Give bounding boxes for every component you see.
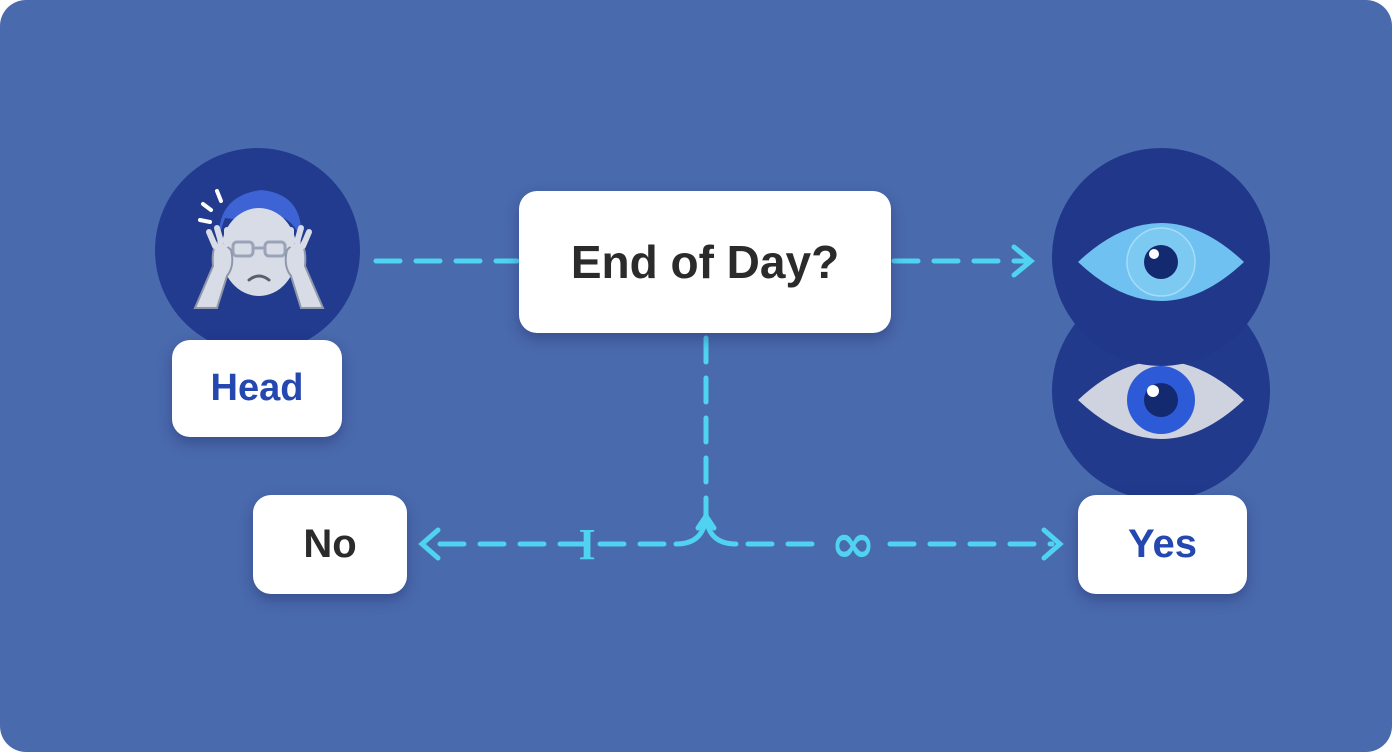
fork-curve-right: [703, 509, 739, 547]
eye-icon: [1052, 148, 1270, 366]
decision-question: End of Day?: [519, 191, 891, 333]
head-label: Head: [172, 340, 342, 437]
fork-curve-left: [673, 509, 709, 547]
no-branch-marker: I: [578, 520, 595, 569]
arrowhead-to-yes: [1041, 527, 1064, 561]
yes-label: Yes: [1078, 495, 1247, 594]
fork-cusp: [695, 511, 717, 531]
arrowhead-to-eye: [1011, 244, 1035, 278]
yes-branch-marker: ∞: [831, 512, 876, 575]
stressed-person-icon: [155, 148, 360, 353]
arrowhead-to-no: [418, 527, 441, 561]
no-label: No: [253, 495, 407, 594]
